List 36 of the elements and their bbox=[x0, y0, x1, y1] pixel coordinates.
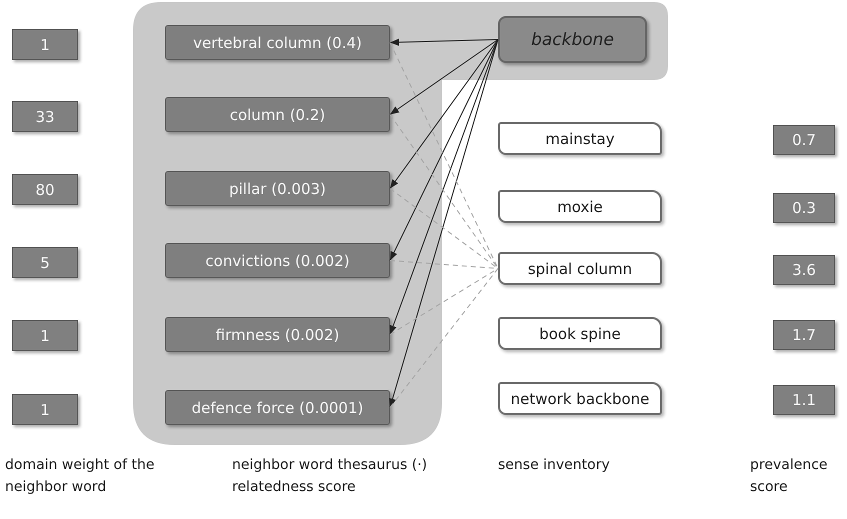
sense-box: network backbone bbox=[498, 382, 662, 415]
column-caption: neighbor word thesaurus (·) relatedness score bbox=[232, 456, 428, 497]
column-caption: sense inventory bbox=[498, 456, 611, 475]
arrow bbox=[390, 39, 498, 115]
neighbor-word-box: vertebral column (0.4) bbox=[165, 25, 390, 60]
arrow bbox=[390, 39, 498, 189]
sense-box: mainstay bbox=[498, 122, 662, 155]
column-caption: domain weight of the neighbor word bbox=[5, 456, 156, 497]
neighbor-word-box: convictions (0.002) bbox=[165, 243, 390, 278]
arrow bbox=[390, 38, 498, 46]
neighbor-word-box: firmness (0.002) bbox=[165, 317, 390, 352]
sense-box: book spine bbox=[498, 317, 662, 350]
score-box: 1 bbox=[12, 394, 78, 425]
neighbor-word-box: pillar (0.003) bbox=[165, 171, 390, 206]
sense-box: moxie bbox=[498, 190, 662, 223]
score-box: 0.7 bbox=[773, 125, 835, 155]
score-box: 1.1 bbox=[773, 385, 835, 415]
score-box: 80 bbox=[12, 174, 78, 205]
column-caption: prevalence score bbox=[750, 456, 828, 497]
arrow bbox=[390, 39, 498, 335]
score-box: 1.7 bbox=[773, 320, 835, 350]
dashed-link bbox=[390, 114, 498, 269]
score-box: 1 bbox=[12, 29, 78, 60]
dashed-link bbox=[390, 268, 498, 408]
score-box: 33 bbox=[12, 101, 78, 132]
neighbor-word-box: column (0.2) bbox=[165, 97, 390, 132]
score-box: 5 bbox=[12, 247, 78, 278]
score-box: 1 bbox=[12, 320, 78, 351]
arrow bbox=[389, 39, 498, 408]
dashed-link bbox=[390, 268, 498, 335]
score-box: 0.3 bbox=[773, 193, 835, 223]
sense-box: spinal column bbox=[498, 252, 662, 285]
dashed-link bbox=[390, 188, 498, 269]
score-box: 3.6 bbox=[773, 255, 835, 285]
query-word-box: backbone bbox=[498, 16, 647, 63]
neighbor-word-box: defence force (0.0001) bbox=[165, 390, 390, 425]
